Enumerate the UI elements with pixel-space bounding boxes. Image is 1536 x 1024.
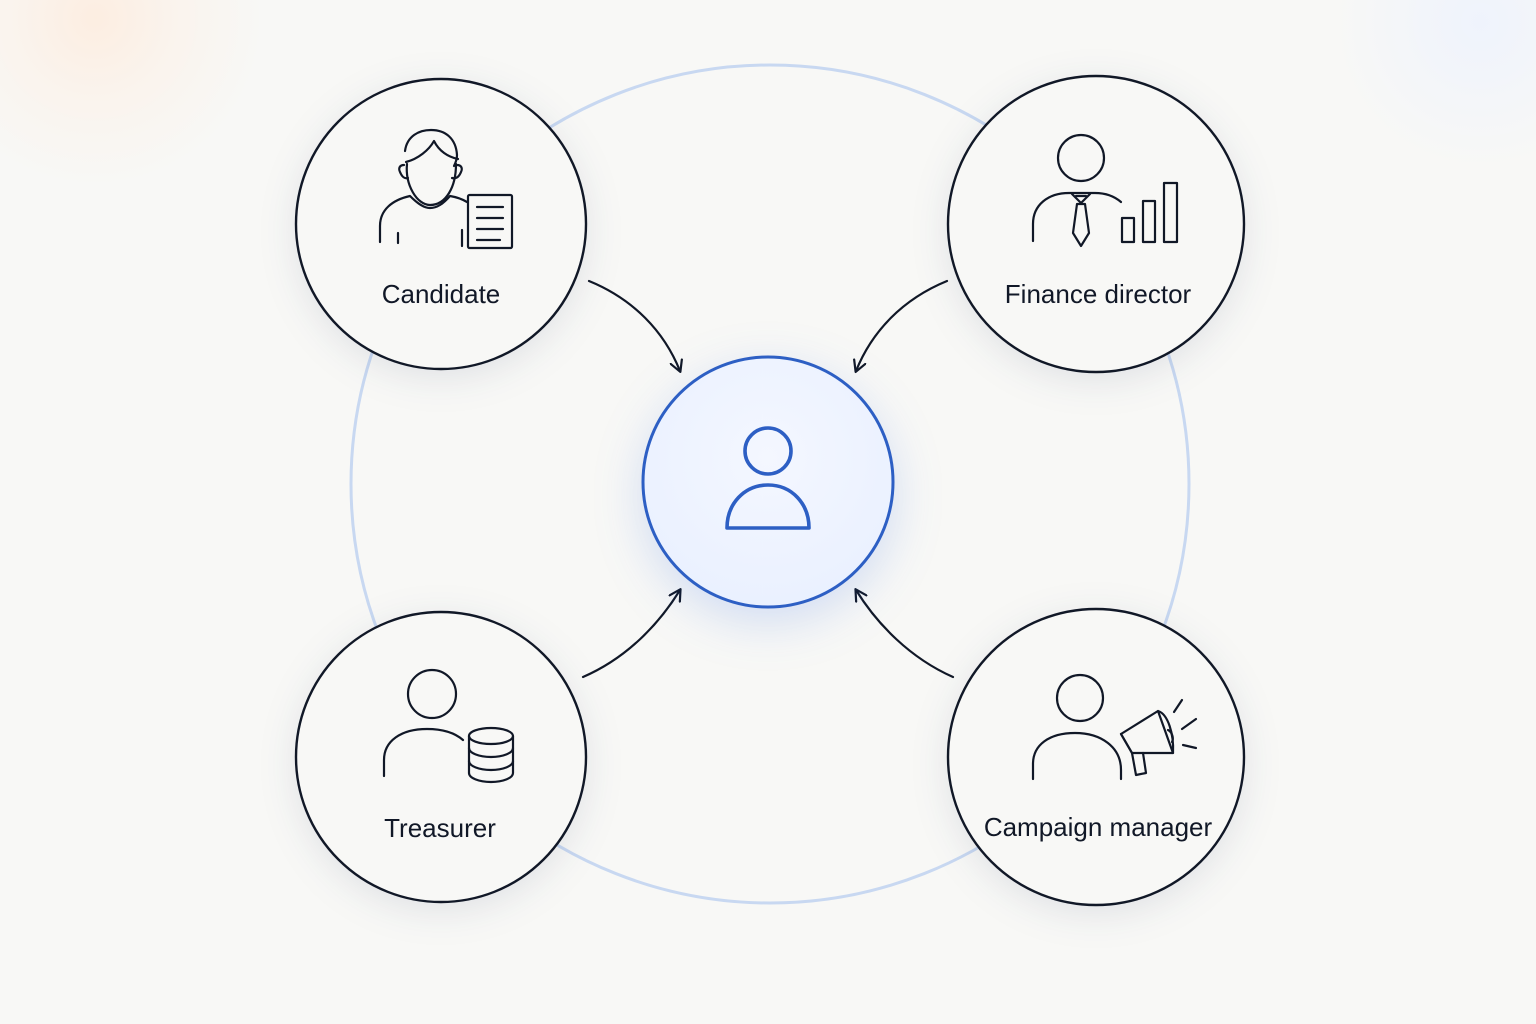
center-node: [641, 355, 895, 609]
finance-director-label: Finance director: [1004, 279, 1192, 309]
treasurer-node: [294, 610, 588, 904]
connector-treasurer-to-center: [581, 590, 680, 679]
treasurer-label: Treasurer: [384, 813, 496, 843]
candidate-document-icon: [378, 128, 514, 250]
campaign-manager-node: [946, 607, 1246, 907]
finance-director-node: [946, 74, 1246, 374]
connector-finance-director-to-center: [856, 279, 949, 371]
campaign-manager-label: Campaign manager: [983, 812, 1213, 842]
connector-candidate-to-center: [587, 279, 680, 371]
candidate-label: Candidate: [381, 279, 501, 309]
connector-campaign-manager-to-center: [856, 590, 955, 679]
treasurer-coins-icon: [382, 668, 515, 784]
campaign-megaphone-icon: [1031, 673, 1198, 781]
finance-chart-icon: [1031, 133, 1179, 248]
candidate-node: [294, 77, 588, 371]
outer-connection-ring: [349, 63, 1191, 905]
central-user-icon: [725, 426, 811, 530]
